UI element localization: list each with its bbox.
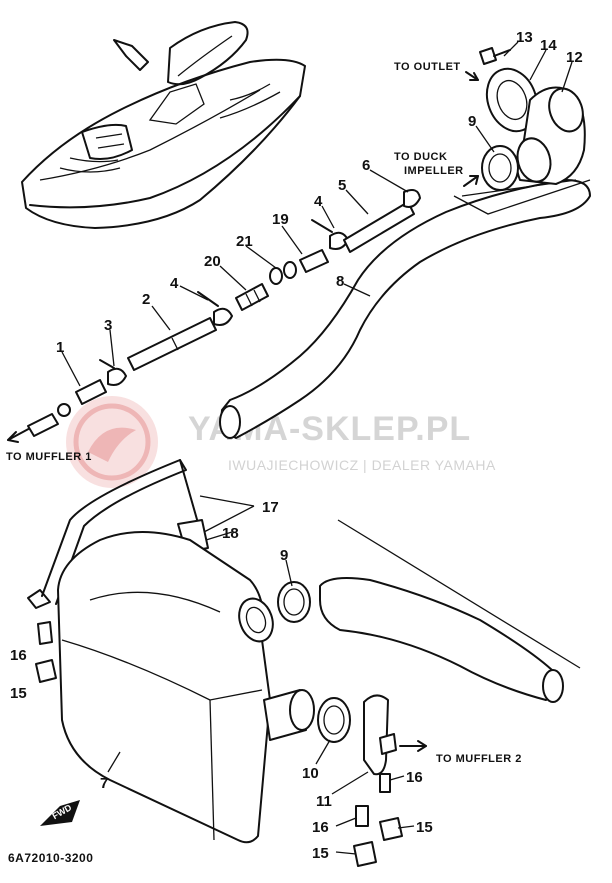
part-9-clamp [481,145,519,191]
part-16-bolt-b [379,773,391,793]
part-10-clamp [317,697,351,743]
watermark-logo-icon [66,396,158,488]
callout-14: 14 [540,37,557,54]
callout-15b: 15 [416,819,433,836]
callout-13: 13 [516,29,533,46]
impeller-label: IMPELLER [404,165,464,177]
diagram-code: 6A72010-3200 [8,851,93,865]
callout-1: 1 [56,339,64,356]
part-1-fitting [75,379,107,405]
callout-12: 12 [566,49,583,66]
part-5-hose [343,201,415,253]
callout-8: 8 [336,273,344,290]
callout-11: 11 [316,793,332,810]
destination-labels: TO OUTLET TO DUCK IMPELLER TO MUFFLER 1 … [6,61,522,765]
callout-7: 7 [100,775,108,792]
part-15-nut-a [35,659,57,683]
callout-2: 2 [142,291,150,308]
part-15-nut-b [379,817,403,841]
outlet-elbow-assembly [453,47,591,215]
callout-3: 3 [104,317,112,334]
part-16-bolt-a [37,621,53,645]
to-outlet-label: TO OUTLET [394,61,461,73]
callout-15a: 15 [10,685,27,702]
callout-6: 6 [362,157,370,174]
callout-21: 21 [236,233,253,250]
part-17-strap [179,459,201,531]
callout-9b: 9 [280,547,288,564]
part-19-fitting [299,249,329,273]
callout-9a: 9 [468,113,476,130]
callout-numbers: 1 2 3 4 4 5 6 7 8 9 9 10 11 12 13 14 15 … [10,29,583,862]
part-21-washer-a [269,267,283,285]
clamp-small [57,403,71,417]
callout-4b: 4 [314,193,323,210]
forward-arrow-icon: FWD [40,800,80,826]
callout-16a: 16 [10,647,27,664]
callout-17: 17 [262,499,279,516]
lower-exhaust-hose [319,577,556,701]
callout-18: 18 [222,525,239,542]
part-11-strap [363,694,389,776]
part-13-bolt [479,47,497,65]
pipe-segment [27,413,59,437]
callout-4a: 4 [170,275,179,292]
part-15-nut-c [353,841,377,867]
watercraft-sketch [21,21,306,229]
part-20-union [235,283,269,311]
part-21-washer-b [283,261,297,279]
callout-20: 20 [204,253,221,270]
part-14-gasket [485,67,539,133]
leader-lines [61,41,573,855]
callout-10: 10 [302,765,319,782]
muffler-assembly: FWD [27,459,581,867]
callout-19: 19 [272,211,289,228]
part-3-clamp [107,367,127,386]
part-9-clamp-lower [277,581,311,623]
callout-5: 5 [338,177,346,194]
upper-hose-assembly [7,189,421,443]
part-8-large-exhaust-hose [219,179,591,439]
to-muffler-2-label: TO MUFFLER 2 [436,753,522,765]
to-duck-label: TO DUCK [394,151,447,163]
to-muffler-1-label: TO MUFFLER 1 [6,451,92,463]
watermark-subtitle: IWUAJIECHOWICZ | DEALER YAMAHA [228,457,496,473]
callout-16b: 16 [406,769,423,786]
part-7-muffler-body [57,531,271,844]
callout-16c: 16 [312,819,329,836]
part-4-clamp [213,307,233,326]
callout-15c: 15 [312,845,329,862]
part-6-clamp [403,189,421,208]
part-2-hose [127,317,217,371]
part-16-bolt-c [355,805,369,827]
